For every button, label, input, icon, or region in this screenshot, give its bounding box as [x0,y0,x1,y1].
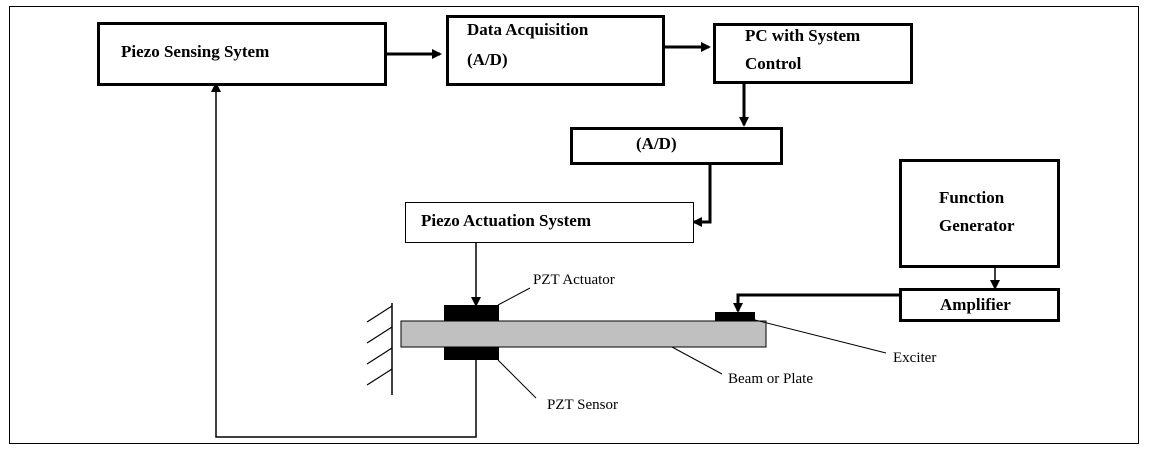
wall-hatching [366,305,393,386]
pc-system-control-block [713,23,913,84]
leader-exciter [754,319,887,354]
leader-beam [671,346,723,375]
amplifier-block [899,288,1060,322]
arrow-ad-to-actuation [692,165,712,227]
data-acquisition-block [446,15,665,86]
function-generator-label-1: Function [939,188,1005,207]
ad-converter-label: (A/D) [636,134,677,153]
function-generator-label-2: Generator [939,216,1015,235]
piezo-sensing-block [97,22,387,86]
data-acquisition-label-2: (A/D) [467,50,508,69]
pzt-actuator-label: PZT Actuator [533,272,615,288]
amplifier-label: Amplifier [940,295,1011,314]
exciter-label: Exciter [893,350,937,366]
piezo-actuation-block [405,202,694,243]
pzt-sensor-label: PZT Sensor [547,397,618,413]
pc-label-1: PC with System [745,26,861,45]
piezo-actuation-label: Piezo Actuation System [421,211,591,230]
leader-pzt-sensor [497,359,537,399]
pzt-sensor-patch [444,347,499,360]
figure-frame [9,6,1139,444]
function-generator-block [899,159,1060,268]
data-acquisition-label-1: Data Acquisition [467,20,589,39]
pc-label-2: Control [745,54,802,73]
beam-label: Beam or Plate [728,371,813,387]
ad-converter-block [570,127,783,165]
piezo-sensing-label: Piezo Sensing Sytem [121,42,270,61]
exciter-patch [715,312,755,321]
feedback-line [211,82,477,438]
pzt-actuator-patch [444,305,499,321]
beam-plate [400,320,767,348]
leader-pzt-actuator [497,287,531,306]
arrow-amplifier-to-exciter [733,293,899,313]
